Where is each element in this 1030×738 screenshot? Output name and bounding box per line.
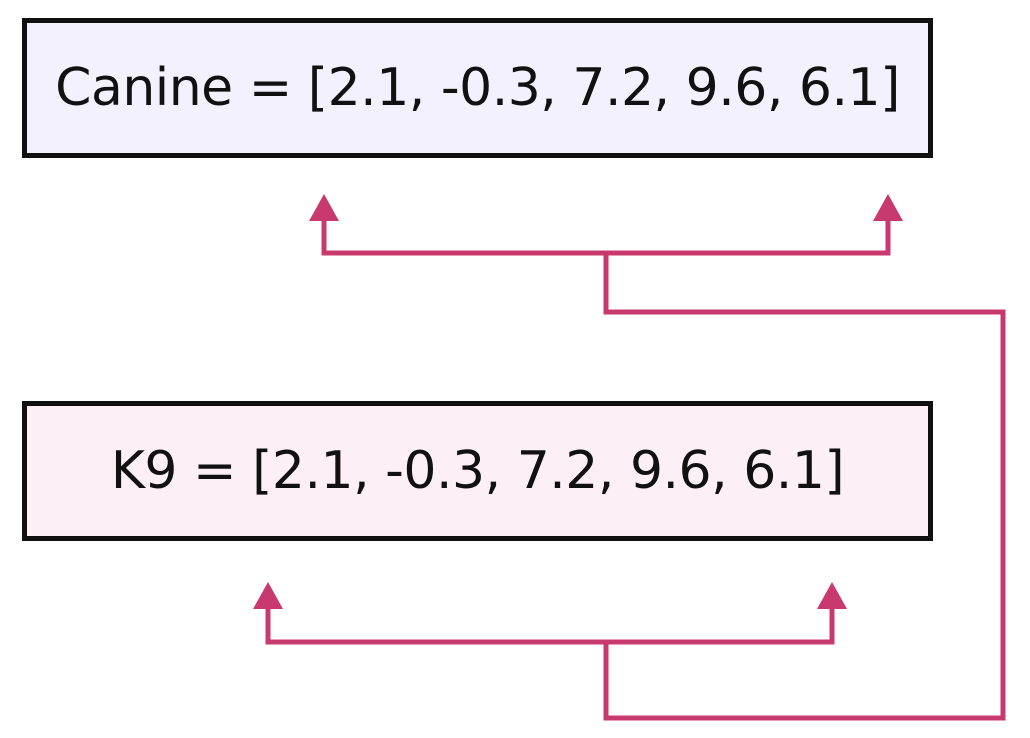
bottom-bracket-line bbox=[265, 606, 835, 645]
canine-vector-box: Canine = [2.1, -0.3, 7.2, 9.6, 6.1] bbox=[22, 18, 933, 158]
arrow-head-top-left bbox=[309, 194, 339, 221]
cross-link-line bbox=[603, 253, 1006, 721]
canine-vector-label: Canine = [2.1, -0.3, 7.2, 9.6, 6.1] bbox=[55, 58, 900, 118]
arrow-head-bottom-left bbox=[253, 582, 283, 609]
k9-vector-box: K9 = [2.1, -0.3, 7.2, 9.6, 6.1] bbox=[22, 401, 933, 541]
k9-vector-label: K9 = [2.1, -0.3, 7.2, 9.6, 6.1] bbox=[110, 441, 845, 501]
arrow-head-top-right bbox=[873, 194, 903, 221]
arrow-head-bottom-right bbox=[817, 582, 847, 609]
top-bracket-line bbox=[321, 218, 891, 256]
